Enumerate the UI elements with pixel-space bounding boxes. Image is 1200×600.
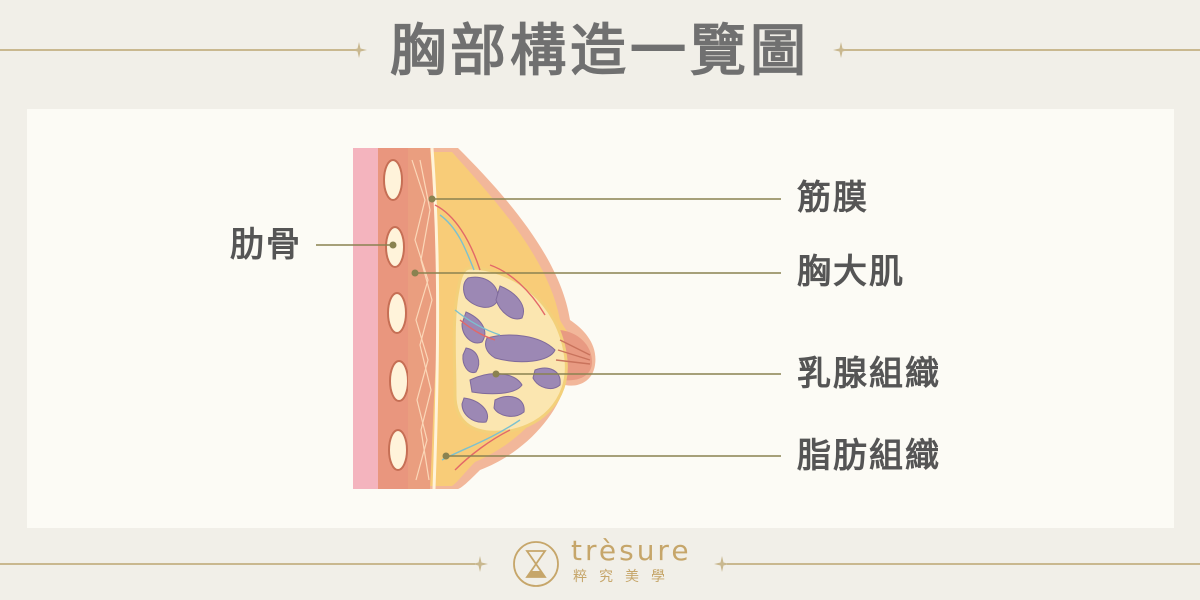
title-rule-right — [845, 49, 1200, 51]
sparkle-icon — [714, 556, 730, 572]
mammary-dot — [492, 370, 500, 378]
footer-rule-right — [727, 563, 1200, 565]
label-mammary: 乳腺組織 — [797, 354, 941, 394]
leader-lines — [316, 198, 781, 457]
brand-subtitle: 粹究美學 — [573, 569, 677, 585]
leader-dots — [389, 195, 500, 460]
fascia-line — [430, 147, 440, 490]
pectoralis-dot — [411, 269, 419, 277]
footer-rule-left — [0, 563, 475, 565]
pectoralis-muscle — [408, 148, 438, 489]
sparkle-icon — [351, 42, 367, 58]
rib — [388, 429, 408, 471]
sparkle-icon — [472, 556, 488, 572]
label-fascia: 筋膜 — [797, 178, 869, 218]
breast-anatomy-diagram — [316, 147, 781, 490]
rib — [387, 292, 407, 334]
label-fat: 脂肪組織 — [797, 436, 941, 476]
fascia-dot — [428, 195, 436, 203]
hourglass-logo-icon — [513, 541, 559, 587]
chest-wall — [353, 148, 378, 489]
title-rule-left — [0, 49, 355, 51]
page-title: 胸部構造一覽圖 — [390, 18, 810, 84]
muscle-fibers — [411, 159, 433, 481]
label-pectoralis: 胸大肌 — [797, 252, 905, 292]
rib — [389, 360, 409, 402]
sparkle-icon — [833, 42, 849, 58]
glandular-lobes — [461, 276, 561, 423]
rib — [383, 159, 403, 201]
diagram-panel: 肋骨 筋膜 胸大肌 乳腺組織 脂肪組織 — [27, 109, 1174, 528]
rib-dot — [389, 241, 397, 249]
brand-name: trèsure — [571, 534, 692, 567]
label-rib: 肋骨 — [230, 225, 302, 265]
ribs — [383, 159, 409, 471]
fat-dot — [442, 452, 450, 460]
